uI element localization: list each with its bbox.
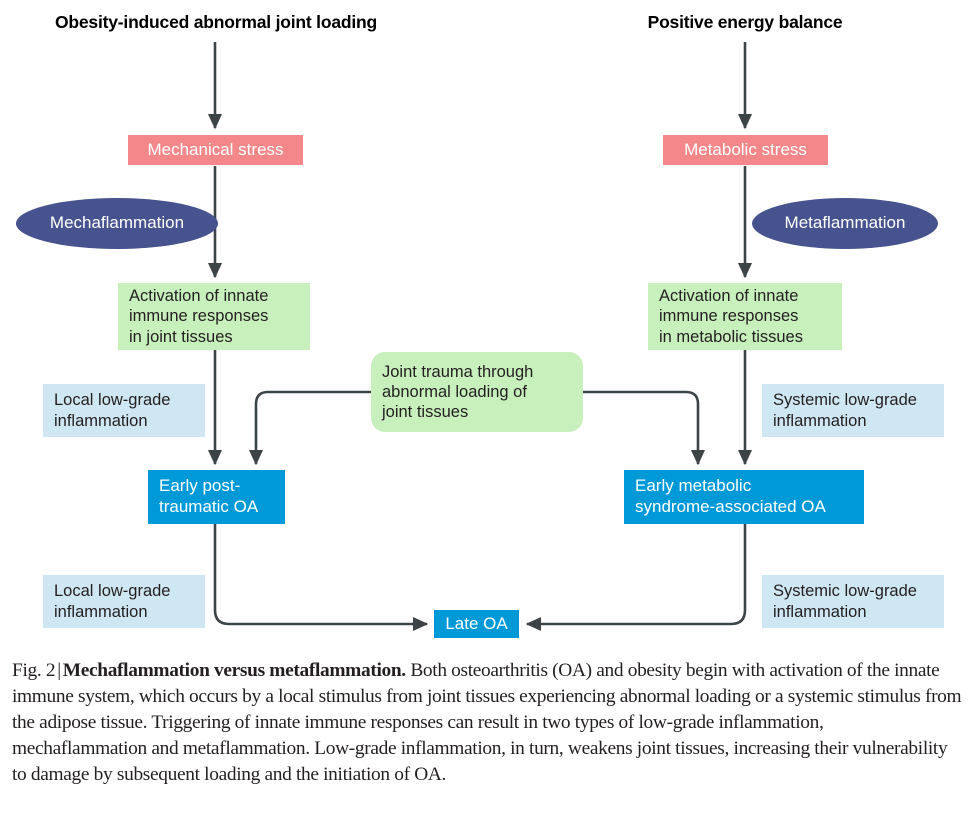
caption-title: Mechaflammation versus metaflammation. [62,660,406,681]
right-column-heading: Positive energy balance [580,10,910,36]
joint-trauma-label: Joint trauma through abnormal loading of… [382,362,534,422]
metabolic-stress-label: Metabolic stress [684,139,807,159]
mechaflammation-ellipse: Mechaflammation [16,198,218,249]
arrow-early-oa-left-to-late-oa [213,524,429,632]
activation-joint-box: Activation of innate immune responses in… [118,283,310,350]
caption-figure-number: Fig. 2 [12,660,56,681]
local-inflammation-upper-label: Local low-grade inflammation [54,391,171,430]
left-heading-text: Obesity-induced abnormal joint loading [54,12,377,33]
metaflammation-ellipse: Metaflammation [752,198,938,249]
figure-caption: Fig. 2|Mechaflammation versus metaflamma… [12,658,962,788]
early-post-traumatic-oa-box: Early post- traumatic OA [148,470,285,524]
late-oa-box: Late OA [434,610,519,638]
arrow-trauma-to-early-oa-right [583,390,706,466]
activation-joint-label: Activation of innate immune responses in… [129,287,269,346]
late-oa-label: Late OA [445,613,508,633]
early-metabolic-oa-box: Early metabolic syndrome-associated OA [624,470,864,524]
systemic-inflammation-lower-label: Systemic low-grade inflammation [773,582,917,621]
activation-metabolic-box: Activation of innate immune responses in… [648,283,842,350]
metaflammation-label: Metaflammation [784,213,906,233]
early-metabolic-oa-label: Early metabolic syndrome-associated OA [635,476,826,516]
arrow-early-oa-right-to-late-oa [525,524,747,632]
caption-separator: | [57,660,61,681]
figure-diagram: Obesity-induced abnormal joint loading P… [16,10,944,638]
systemic-inflammation-lower-box: Systemic low-grade inflammation [762,575,944,628]
mechanical-stress-label: Mechanical stress [147,139,284,159]
left-column-heading: Obesity-induced abnormal joint loading [16,10,416,36]
mechanical-stress-box: Mechanical stress [128,135,303,165]
systemic-inflammation-upper-label: Systemic low-grade inflammation [773,391,917,430]
early-post-traumatic-oa-label: Early post- traumatic OA [159,476,259,516]
arrow-trauma-to-early-oa-left [248,390,371,466]
metabolic-stress-box: Metabolic stress [663,135,828,165]
mechaflammation-label: Mechaflammation [49,213,185,233]
local-inflammation-upper-box: Local low-grade inflammation [43,384,205,437]
local-inflammation-lower-label: Local low-grade inflammation [54,582,171,621]
joint-trauma-box: Joint trauma through abnormal loading of… [371,352,583,432]
activation-metabolic-label: Activation of innate immune responses in… [659,287,803,346]
local-inflammation-lower-box: Local low-grade inflammation [43,575,205,628]
caption-body: Both osteoarthritis (OA) and obesity beg… [12,660,962,786]
right-heading-text: Positive energy balance [647,12,843,33]
systemic-inflammation-upper-box: Systemic low-grade inflammation [762,384,944,437]
